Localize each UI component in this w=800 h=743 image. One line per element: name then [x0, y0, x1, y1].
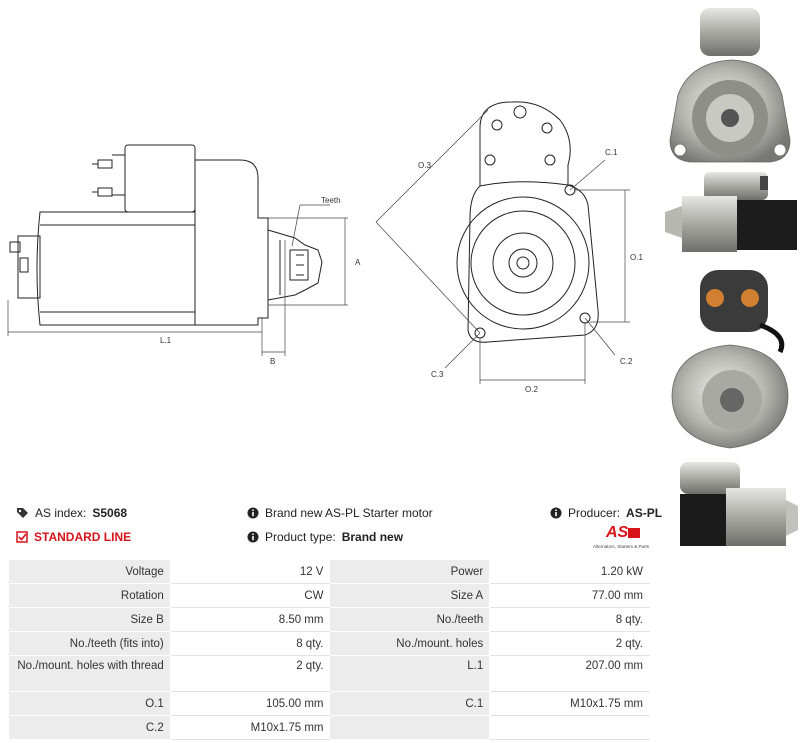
- producer-row: Producer: AS-PL: [550, 506, 662, 520]
- spec-label: No./mount. holes with thread: [8, 655, 171, 692]
- spec-label: Rotation: [8, 583, 171, 608]
- spec-label: Power: [329, 559, 491, 584]
- o3-dimension-line: [375, 109, 489, 223]
- spec-label: L.1: [329, 655, 491, 692]
- product-photos: [665, 8, 798, 546]
- c2-label: C.2: [620, 357, 633, 366]
- spec-label: No./teeth: [329, 607, 491, 632]
- logo-text: AS: [606, 524, 629, 541]
- spec-value: M10x1.75 mm: [489, 691, 650, 716]
- product-info: AS index: S5068 STANDARD LINE Brand new …: [0, 498, 662, 558]
- spec-label: C.2: [8, 715, 171, 740]
- spec-value: [489, 715, 650, 740]
- spec-value: 2 qty.: [489, 631, 650, 656]
- logo-mark: [628, 528, 640, 538]
- table-row: C.2 M10x1.75 mm: [8, 715, 650, 740]
- starter-photo-rear[interactable]: [671, 270, 789, 449]
- o3-label: O.3: [418, 161, 431, 170]
- spec-label: No./teeth (fits into): [8, 631, 171, 656]
- c1-label: C.1: [605, 148, 618, 157]
- motor-body: [36, 211, 196, 326]
- starter-photo-side-2[interactable]: [680, 462, 798, 546]
- description-text: Brand new AS-PL Starter motor: [265, 506, 433, 520]
- spec-label: [329, 715, 491, 740]
- table-row: O.1 105.00 mm C.1 M10x1.75 mm: [8, 691, 650, 716]
- table-row: No./teeth (fits into) 8 qty. No./mount. …: [8, 631, 650, 656]
- info-icon: [550, 507, 562, 519]
- info-icon: [247, 531, 259, 543]
- solenoid-outline: [124, 144, 196, 213]
- spec-value: 2 qty.: [169, 655, 331, 692]
- product-type-value: Brand new: [341, 530, 404, 544]
- starter-photo-front[interactable]: [669, 8, 791, 163]
- technical-drawing: L.1 B A Teeth O.1 O.2 O.3 C.1 C.2 C.: [7, 101, 643, 394]
- as-index-value: S5068: [92, 506, 128, 520]
- spec-label: Size A: [329, 583, 491, 608]
- spec-value: CW: [169, 583, 331, 608]
- c3-label: C.3: [431, 370, 444, 379]
- as-index-label: AS index:: [35, 506, 87, 520]
- spec-value: 207.00 mm: [489, 655, 650, 692]
- spec-label: O.1: [8, 691, 171, 716]
- spec-label: No./mount. holes: [329, 631, 491, 656]
- spec-label: C.1: [329, 691, 491, 716]
- o1-label: O.1: [630, 253, 643, 262]
- standard-line-label: STANDARD LINE: [34, 530, 132, 544]
- spec-value: M10x1.75 mm: [169, 715, 331, 740]
- tag-icon: [17, 508, 28, 518]
- spec-value: 77.00 mm: [489, 583, 650, 608]
- table-row: Size B 8.50 mm No./teeth 8 qty.: [8, 607, 650, 632]
- table-row: Voltage 12 V Power 1.20 kW: [8, 559, 650, 584]
- check-square-icon: [16, 531, 28, 543]
- front-housing-outer: [456, 196, 590, 330]
- b-label: B: [270, 357, 275, 366]
- spec-value: 8 qty.: [489, 607, 650, 632]
- specs-table: Voltage 12 V Power 1.20 kW Rotation CW S…: [8, 559, 650, 740]
- spec-value: 1.20 kW: [489, 559, 650, 584]
- spec-label: Size B: [8, 607, 171, 632]
- spec-label: Voltage: [8, 559, 171, 584]
- info-icon: [247, 507, 259, 519]
- spec-value: 105.00 mm: [169, 691, 331, 716]
- standard-line-row: STANDARD LINE: [16, 530, 131, 544]
- spec-value: 8 qty.: [169, 631, 331, 656]
- as-index-row: AS index: S5068: [16, 506, 127, 520]
- table-row: Rotation CW Size A 77.00 mm: [8, 583, 650, 608]
- mounting-flange: [467, 101, 599, 343]
- product-type-label: Product type:: [265, 530, 336, 544]
- teeth-label: Teeth: [321, 196, 341, 205]
- l1-label: L.1: [160, 336, 172, 345]
- as-pl-logo: AS Alternators, Starters & Parts: [590, 524, 652, 556]
- table-row: No./mount. holes with thread 2 qty. L.1 …: [8, 655, 650, 692]
- o2-label: O.2: [525, 385, 538, 394]
- drive-housing: [194, 159, 269, 326]
- spec-value: 8.50 mm: [169, 607, 331, 632]
- description-row: Brand new AS-PL Starter motor: [247, 506, 433, 520]
- product-type-row: Product type: Brand new: [247, 530, 403, 544]
- starter-photo-side[interactable]: [665, 172, 797, 252]
- a-label: A: [355, 258, 361, 267]
- producer-value: AS-PL: [626, 506, 663, 520]
- logo-tagline: Alternators, Starters & Parts: [592, 544, 650, 549]
- producer-label: Producer:: [568, 506, 621, 520]
- spec-value: 12 V: [169, 559, 331, 584]
